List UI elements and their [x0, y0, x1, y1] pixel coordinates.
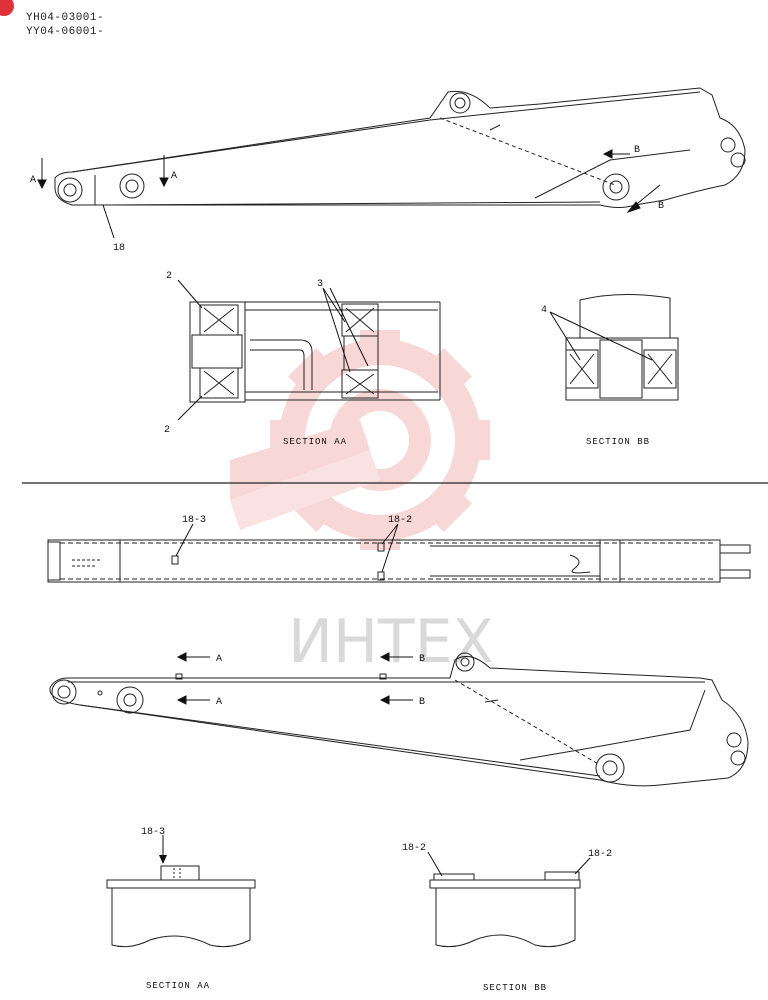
- plan-part-18-2-label: 18-2: [388, 515, 412, 526]
- part-2-upper-label: 2: [166, 271, 172, 282]
- section-bb-bottom-leaders: [427, 851, 591, 877]
- section-bb-bottom-drawing: [429, 871, 581, 948]
- section-bb-top-drawing: [565, 293, 679, 401]
- top-section-b-label-upper: B: [634, 145, 640, 156]
- lower-section-a-label-lower: A: [216, 697, 222, 708]
- section-bb-top-leaders: [549, 311, 653, 361]
- top-section-a-label-left: A: [30, 175, 36, 186]
- lower-section-b-label-upper: B: [419, 654, 425, 665]
- part-18-leader: [102, 204, 115, 239]
- lower-side-view: [49, 652, 749, 787]
- section-bb-bottom-title: SECTION BB: [483, 983, 547, 993]
- top-side-view: [54, 87, 746, 208]
- section-bb-top-title: SECTION BB: [586, 437, 650, 447]
- section-aa-bottom-title: SECTION AA: [146, 981, 210, 991]
- section-aa-bottom-drawing: [106, 865, 256, 948]
- lower-section-a-label-upper: A: [216, 654, 222, 665]
- top-section-a-markers: [37, 155, 169, 190]
- top-section-a-label-right: A: [171, 171, 177, 182]
- part-4-label: 4: [541, 305, 547, 316]
- serial-range-2: YY04-06001-: [26, 26, 105, 38]
- part-3-label: 3: [317, 279, 323, 290]
- top-section-b-label-lower: B: [658, 201, 664, 212]
- serial-range-1: YH04-03001-: [26, 12, 105, 24]
- top-section-b-markers: [602, 149, 661, 214]
- section-aa-top-leaders: [177, 279, 369, 421]
- corner-badge-icon: [0, 0, 14, 16]
- plan-view-drawing: [47, 539, 751, 583]
- watermark-text: ИНТЕХ: [288, 607, 494, 677]
- bottom-part-18-2-right-label: 18-2: [588, 849, 612, 860]
- plan-view-leaders: [175, 523, 399, 573]
- lower-section-b-label-lower: B: [419, 697, 425, 708]
- bottom-part-18-2-left-label: 18-2: [402, 843, 426, 854]
- part-18-label: 18: [113, 243, 125, 254]
- watermark-gear-logo: [230, 330, 490, 550]
- section-aa-top-drawing: [189, 301, 441, 403]
- plan-part-18-3-label: 18-3: [182, 515, 206, 526]
- section-aa-top-title: SECTION AA: [283, 437, 347, 447]
- bottom-part-18-3-label: 18-3: [141, 827, 165, 838]
- lower-section-markers: [176, 652, 413, 705]
- section-aa-bottom-arrow: [159, 855, 167, 864]
- part-2-lower-label: 2: [164, 425, 170, 436]
